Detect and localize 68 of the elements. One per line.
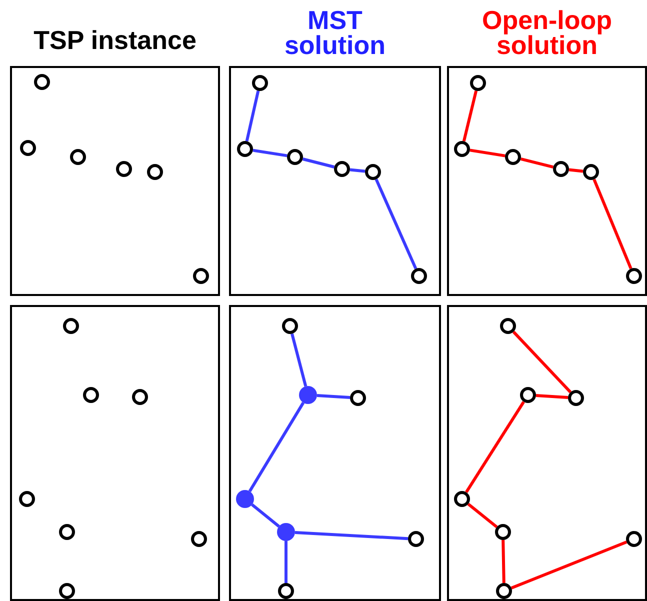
point-marker [278, 583, 294, 599]
point-marker [365, 164, 381, 180]
point-marker [132, 389, 148, 405]
point-marker [20, 140, 36, 156]
column-heading: MST solution [283, 8, 387, 58]
point-marker [496, 583, 512, 599]
plot-panel [10, 66, 220, 296]
point-marker [568, 390, 584, 406]
point-marker [350, 390, 366, 406]
connector-line [252, 148, 288, 158]
point-marker [63, 318, 79, 334]
plot-panel [10, 305, 220, 601]
connector-line [245, 90, 260, 142]
point-marker [70, 149, 86, 165]
plot-panel [447, 305, 647, 601]
filled-point-marker [299, 386, 317, 404]
filled-point-marker [277, 523, 295, 541]
point-marker [287, 149, 303, 165]
column-heading: TSP instance [32, 28, 198, 53]
point-marker [500, 318, 516, 334]
connector-line [512, 330, 572, 394]
connector-line [568, 168, 584, 173]
point-marker [59, 524, 75, 540]
point-marker [454, 491, 470, 507]
plot-panel [447, 66, 647, 296]
connector-line [502, 540, 506, 584]
connector-line [294, 531, 408, 540]
connector-line [467, 502, 498, 528]
point-marker [116, 161, 132, 177]
connector-line [465, 401, 525, 493]
connector-line [520, 157, 554, 169]
point-marker [59, 583, 75, 599]
connector-line [510, 540, 628, 590]
point-marker [626, 268, 642, 284]
point-marker [520, 387, 536, 403]
filled-point-marker [236, 490, 254, 508]
column-heading: Open-loop solution [481, 8, 613, 58]
point-marker [147, 164, 163, 180]
plot-panel [229, 305, 441, 601]
point-marker [583, 164, 599, 180]
point-marker [454, 141, 470, 157]
connector-line [302, 158, 335, 168]
point-marker [411, 268, 427, 284]
point-marker [191, 531, 207, 547]
connector-line [536, 394, 568, 399]
connector-line [316, 394, 350, 399]
plot-panel [229, 66, 441, 296]
point-marker [282, 318, 298, 334]
point-marker [553, 161, 569, 177]
point-marker [334, 161, 350, 177]
point-marker [237, 141, 253, 157]
point-marker [495, 524, 511, 540]
point-marker [34, 74, 50, 90]
point-marker [193, 268, 209, 284]
point-marker [408, 531, 424, 547]
point-marker [83, 387, 99, 403]
point-marker [505, 149, 521, 165]
connector-line [470, 148, 506, 158]
connector-line [350, 168, 366, 173]
point-marker [252, 75, 268, 91]
connector-line [248, 402, 305, 492]
connector-line [290, 333, 308, 387]
point-marker [470, 75, 486, 91]
connector-line [284, 541, 288, 583]
point-marker [626, 531, 642, 547]
point-marker [19, 491, 35, 507]
connector-line [251, 503, 280, 528]
connector-line [462, 90, 478, 142]
